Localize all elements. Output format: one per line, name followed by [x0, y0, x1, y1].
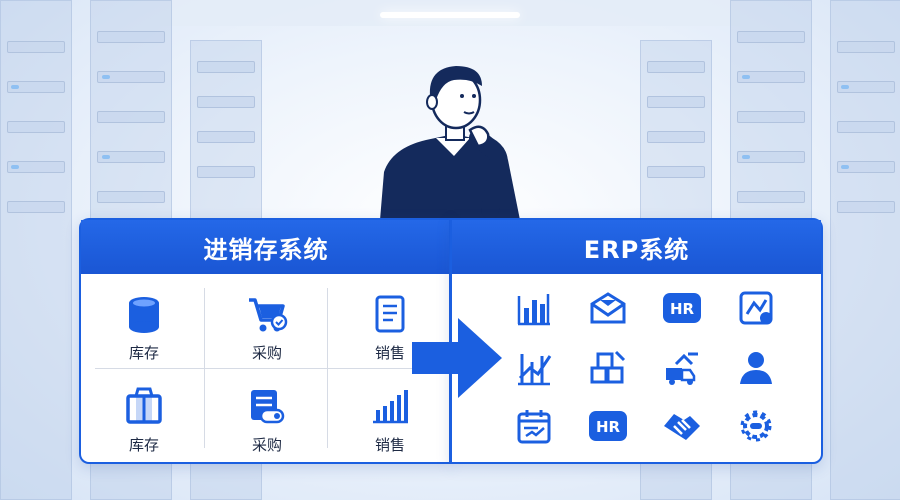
module-item[interactable]: 采购	[212, 278, 322, 366]
module-label: 销售	[374, 436, 405, 454]
inventory-boxes-icon[interactable]	[588, 348, 628, 388]
arrow-right-icon	[412, 318, 502, 398]
logistics-icon[interactable]	[662, 348, 702, 388]
module-item[interactable]: 销售	[335, 278, 445, 366]
erp-icon-grid: HR	[452, 274, 821, 462]
server-rack	[830, 0, 900, 500]
shopping-cart-icon	[249, 298, 288, 332]
calendar-task-icon[interactable]	[514, 406, 554, 446]
storage-drum-icon	[129, 297, 159, 333]
growth-chart-icon[interactable]	[514, 348, 554, 388]
settings-gear-icon[interactable]	[736, 406, 776, 446]
module-item[interactable]: 库存	[89, 278, 199, 366]
module-grid: 库存 采购 销售	[81, 274, 451, 462]
module-label: 库存	[128, 436, 159, 454]
server-rack	[0, 0, 72, 500]
ceiling-light	[380, 12, 520, 18]
hr-badge-icon[interactable]: HR	[662, 288, 702, 328]
module-item[interactable]: 库存	[89, 370, 199, 458]
module-label: 库存	[128, 344, 159, 362]
module-item[interactable]: 采购	[212, 370, 322, 458]
panel-title: ERP系统	[452, 220, 821, 274]
bar-chart-icon	[373, 390, 408, 424]
erp-system-panel: ERP系统 HR	[450, 218, 823, 464]
thinking-person-illustration	[370, 60, 540, 220]
module-label: 销售	[374, 344, 405, 362]
module-label: 采购	[251, 344, 282, 362]
mail-envelope-icon[interactable]	[588, 288, 628, 328]
analytics-chart-icon[interactable]	[514, 288, 554, 328]
module-item[interactable]: 销售	[335, 370, 445, 458]
invoice-icon	[251, 390, 285, 424]
approval-document-icon[interactable]	[736, 288, 776, 328]
hr-badge-icon[interactable]: HR	[588, 406, 628, 446]
package-box-icon	[126, 387, 162, 424]
panel-title: 进销存系统	[81, 220, 451, 274]
user-icon[interactable]	[736, 348, 776, 388]
hr-badge-label: HR	[596, 418, 621, 436]
module-label: 采购	[251, 436, 282, 454]
document-list-icon	[375, 295, 405, 333]
handshake-icon[interactable]	[662, 406, 702, 446]
inventory-system-panel: 进销存系统 库存 采购	[79, 218, 451, 464]
hr-badge-label: HR	[670, 300, 695, 318]
